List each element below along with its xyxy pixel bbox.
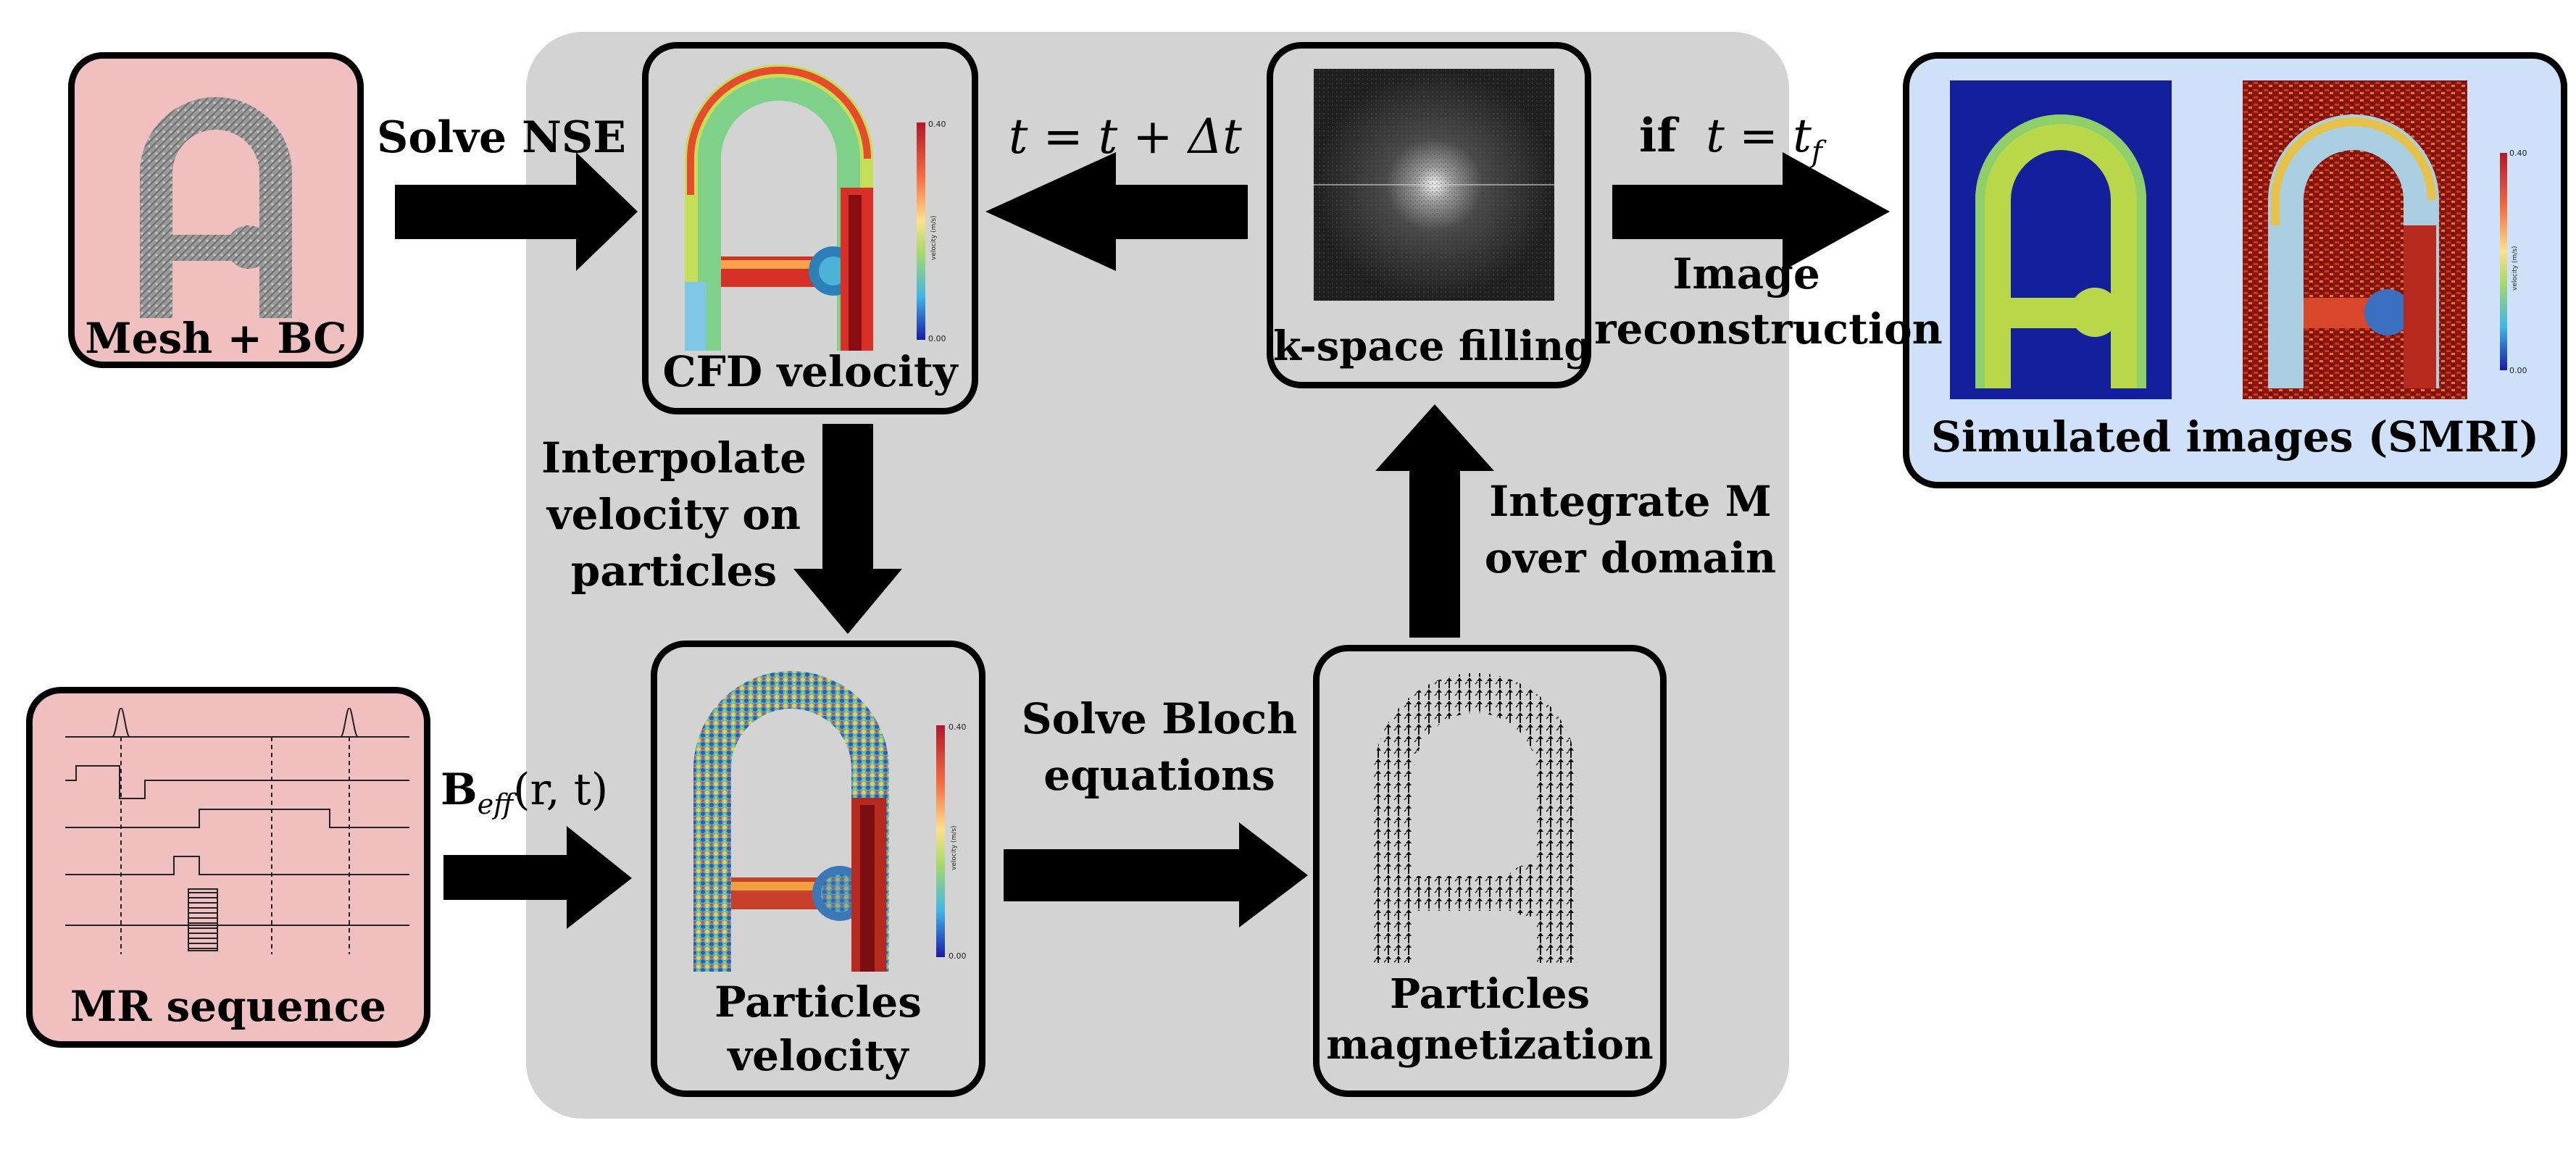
arrow-time-update [985,152,1248,271]
beff-subscript: eff [477,788,514,820]
interpolate-label-2: velocity on [546,490,801,539]
beff-main: B [441,764,478,815]
smri-colorbar-label: velocity (m/s) [2512,246,2519,291]
cfd-velocity-label: CFD velocity [662,347,958,396]
particles-velocity-label-1: Particles [714,977,922,1027]
simulated-magnitude-image [1950,80,2172,399]
if-keyword: if [1639,109,1677,163]
particles-colorbar-max: 0.40 [949,722,967,732]
kspace-image [1314,69,1554,301]
if-final-time-label: if t = tf [1639,109,1822,169]
smri-colorbar-max: 0.40 [2509,149,2527,158]
cfd-colorbar-label: velocity (m/s) [930,215,938,260]
integrate-label-2: over domain [1484,533,1777,583]
beff-label: Beff(r, t) [441,764,608,820]
interpolate-label-3: particles [570,546,778,596]
image-reconstruction-label-2: reconstruction [1594,304,1943,354]
kspace-filling-label: k-space filling [1273,322,1593,370]
time-update-label: t = t + Δt [1009,109,1242,164]
t-equals-t: t = t [1706,109,1812,163]
mr-sequence-box: MR sequence [26,687,430,1048]
mesh-geometry-image [140,97,292,318]
particles-velocity-box: 0.40 0.00 velocity (m/s) Particles veloc… [651,641,985,1097]
particles-velocity-image: 0.40 0.00 velocity (m/s) [693,671,967,972]
cfd-colorbar-min: 0.00 [928,334,946,343]
mr-sequence-label: MR sequence [70,982,387,1031]
particles-colorbar-label: velocity (m/s) [951,825,958,870]
particles-velocity-label-2: velocity [728,1031,909,1080]
arrow-solve-bloch [1004,822,1308,927]
simulated-images-box: 0.40 0.00 velocity (m/s) Simulated image… [1903,52,2567,488]
interpolate-label-1: Interpolate [541,433,807,483]
arrow-image-reconstruction [1612,152,1890,271]
simulated-velocity-image: 0.40 0.00 velocity (m/s) [2243,80,2527,399]
arrow-solve-nse [395,152,638,271]
beff-args: (r, t) [513,764,609,815]
solve-bloch-label-2: equations [1043,751,1275,800]
cfd-velocity-box: 0.40 0.00 velocity (m/s) CFD velocity [642,42,978,414]
kspace-filling-box: k-space filling [1267,42,1593,388]
particles-colorbar-min: 0.00 [949,951,967,961]
mr-pulse-sequence-diagram [65,708,409,954]
cfd-colorbar-max: 0.40 [928,120,946,129]
cfd-velocity-field-image: 0.40 0.00 velocity (m/s) [685,64,946,351]
mesh-bc-box: Mesh + BC [68,52,364,368]
integrate-label-1: Integrate M [1489,477,1772,526]
solve-nse-label: Solve NSE [377,112,626,163]
particles-magnetization-image [1374,673,1577,963]
arrow-integrate [1375,404,1494,638]
particles-magnetization-label-1: Particles [1389,970,1591,1018]
image-reconstruction-label-1: Image [1672,249,1820,299]
arrow-interpolate [793,424,902,634]
particles-magnetization-box: Particles magnetization [1313,645,1667,1097]
simulated-images-label: Simulated images (SMRI) [1930,412,2540,462]
smri-colorbar-min: 0.00 [2509,366,2527,375]
arrow-beff [443,826,632,929]
particles-magnetization-label-2: magnetization [1326,1021,1654,1069]
t-subscript-f: f [1811,135,1822,169]
mesh-bc-label: Mesh + BC [85,314,347,363]
solve-bloch-label-1: Solve Bloch [1021,694,1298,743]
